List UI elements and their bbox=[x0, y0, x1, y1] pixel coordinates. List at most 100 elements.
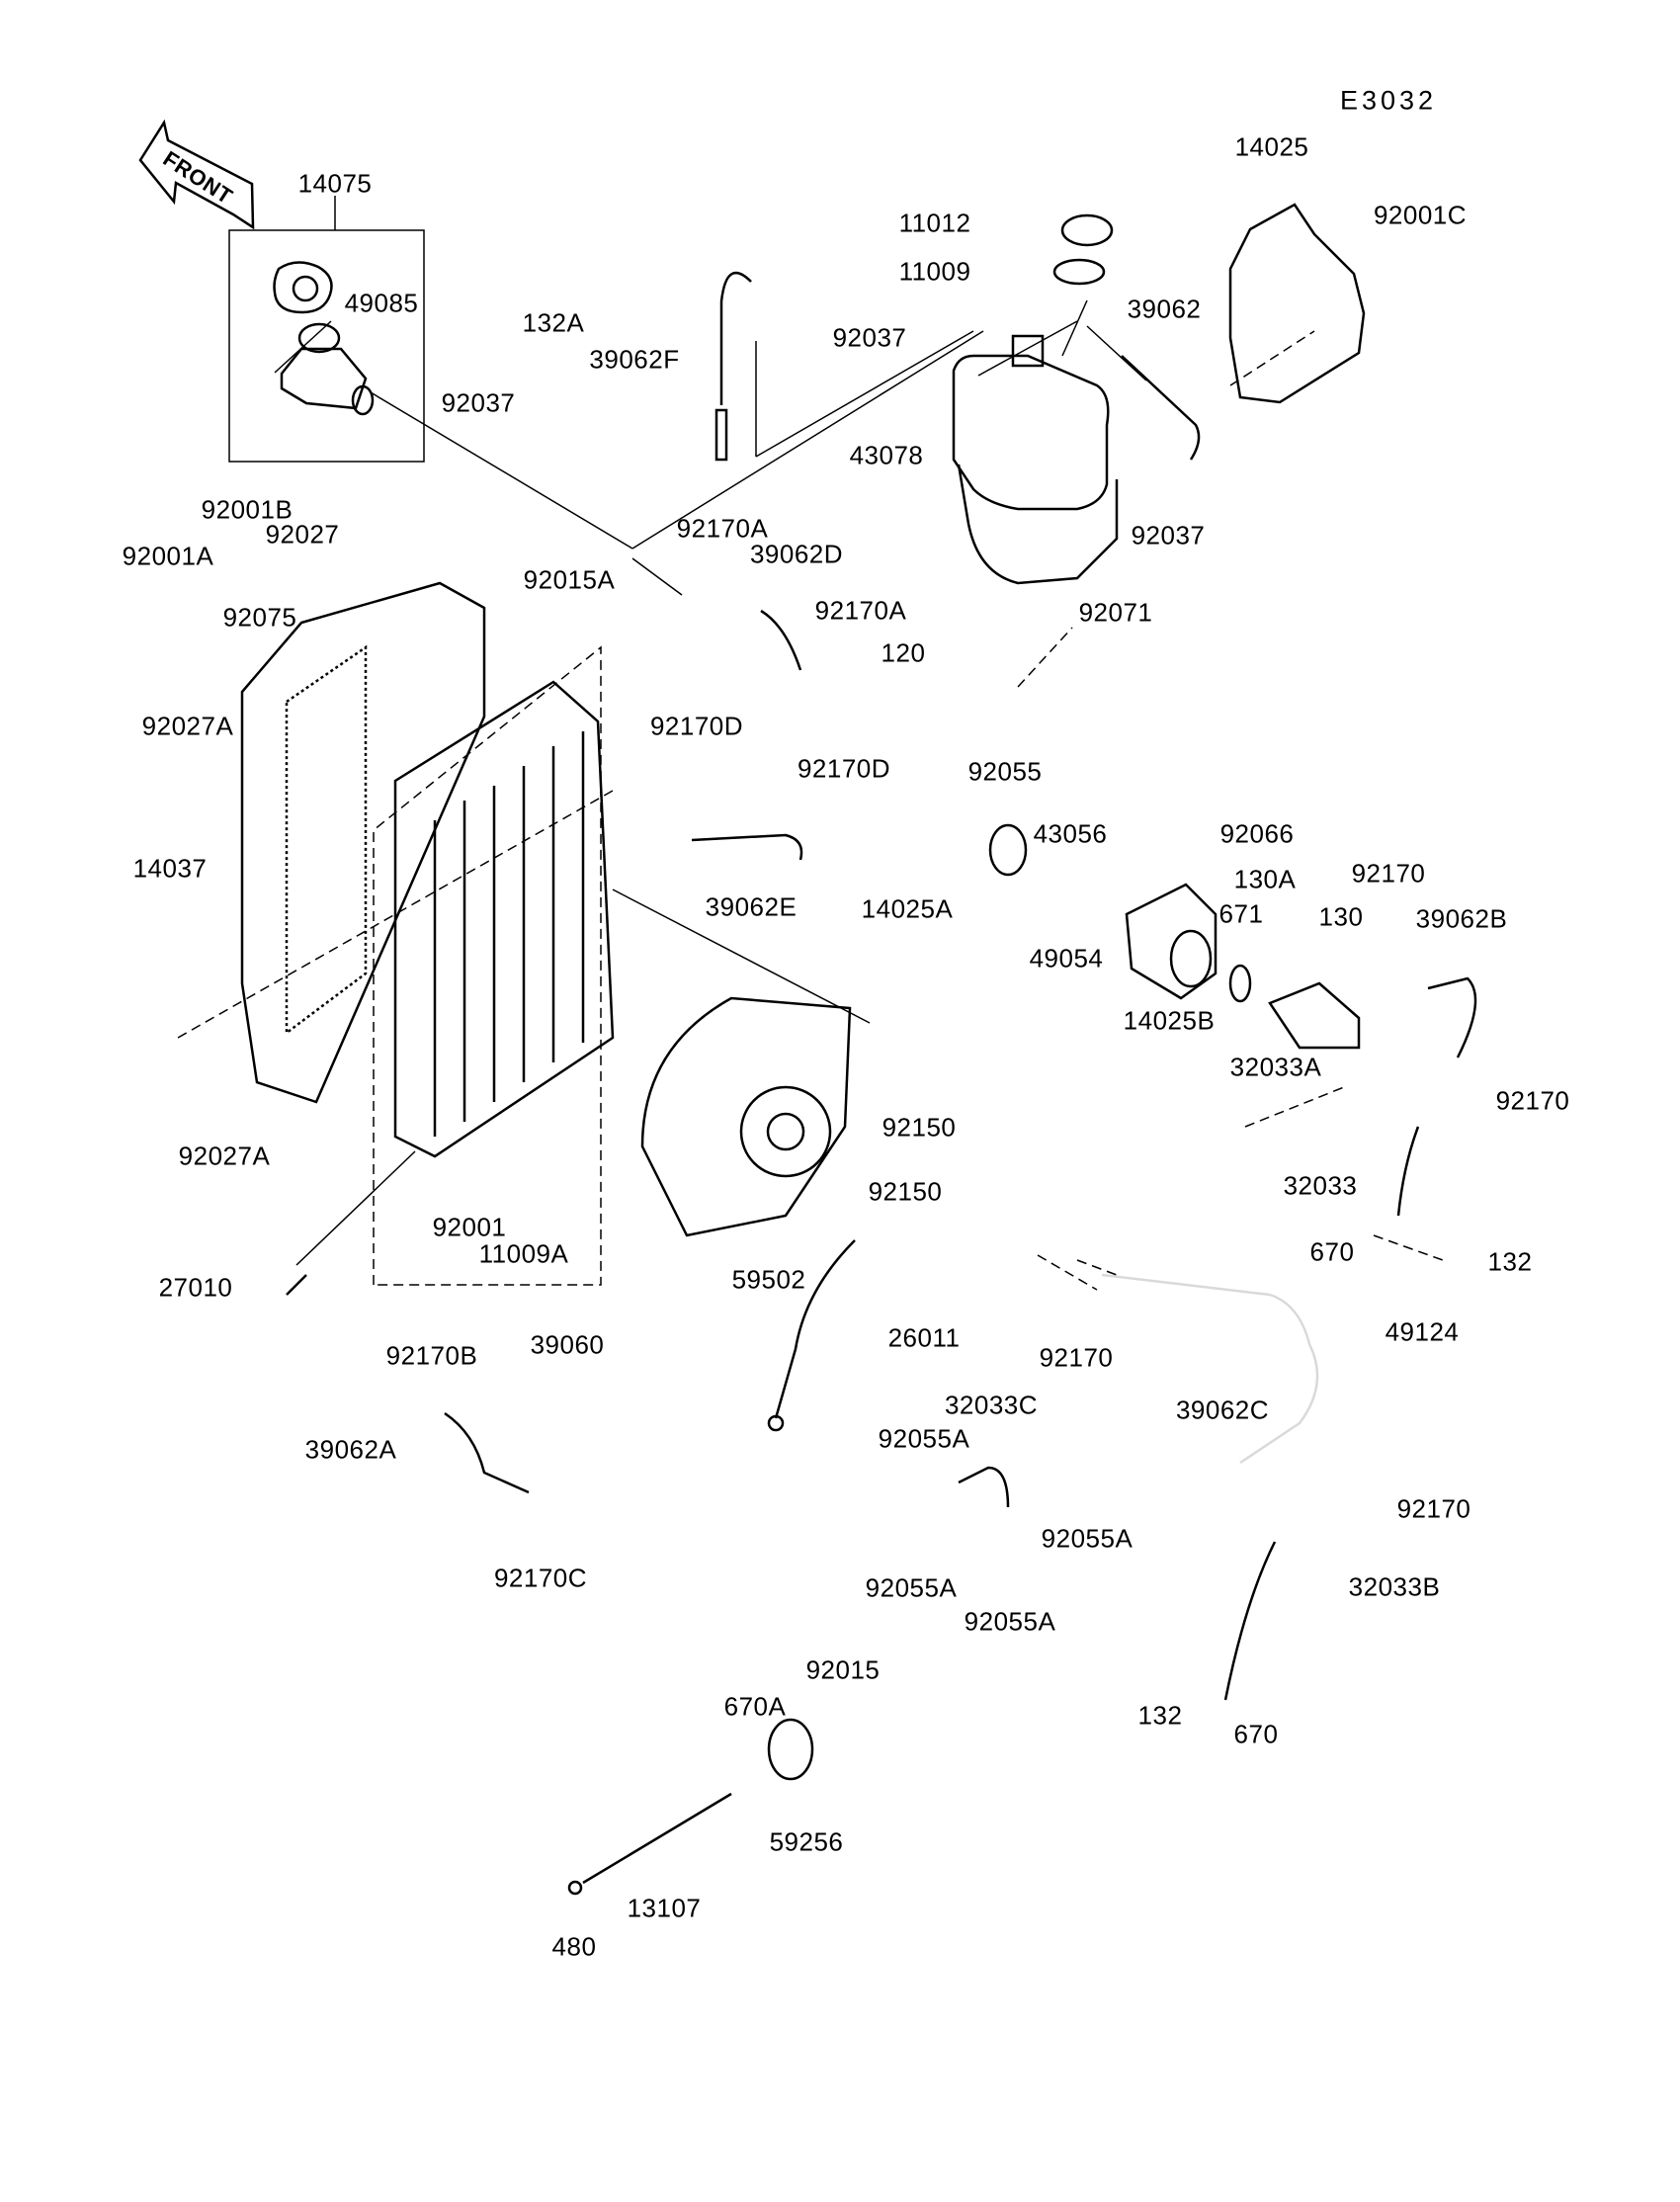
part-label-92170: 92170 bbox=[1396, 1493, 1471, 1524]
part-label-92037: 92037 bbox=[832, 322, 907, 353]
pipe-32033 bbox=[1396, 1126, 1420, 1217]
part-label-11012: 11012 bbox=[898, 208, 971, 238]
part-label-670: 670 bbox=[1309, 1236, 1355, 1267]
filler-neck-14075 bbox=[280, 322, 375, 416]
part-label-92055a: 92055A bbox=[878, 1423, 970, 1454]
part-label-39062c: 39062C bbox=[1175, 1395, 1270, 1425]
part-label-92015: 92015 bbox=[805, 1654, 881, 1685]
hose-39062C bbox=[1101, 1273, 1319, 1465]
part-label-132a: 132A bbox=[522, 307, 585, 338]
part-label-32033a: 32033A bbox=[1229, 1052, 1322, 1082]
part-label-92055a: 92055A bbox=[865, 1572, 958, 1603]
part-label-11009: 11009 bbox=[898, 256, 971, 287]
part-label-59256: 59256 bbox=[769, 1826, 844, 1857]
part-label-132: 132 bbox=[1487, 1246, 1533, 1277]
part-label-92001c: 92001C bbox=[1373, 200, 1468, 230]
hose-39062F bbox=[719, 271, 752, 405]
part-label-670a: 670A bbox=[723, 1691, 787, 1722]
part-label-132: 132 bbox=[1137, 1700, 1183, 1731]
part-label-32033c: 32033C bbox=[944, 1390, 1039, 1420]
reservoir-tank-43078 bbox=[952, 334, 1119, 585]
pump-shaft-13107 bbox=[582, 1792, 732, 1885]
hose-39062A bbox=[444, 1411, 530, 1494]
fan-switch-27010 bbox=[286, 1274, 307, 1296]
part-label-14025a: 14025A bbox=[861, 893, 954, 924]
tank-gasket-11009 bbox=[1052, 258, 1106, 286]
part-label-39062b: 39062B bbox=[1415, 903, 1508, 934]
part-label-92027a: 92027A bbox=[178, 1141, 271, 1171]
tank-cap-11012 bbox=[1060, 213, 1114, 247]
part-label-92027a: 92027A bbox=[141, 711, 234, 741]
hose-39062B bbox=[1427, 976, 1477, 1059]
impeller-59256 bbox=[767, 1718, 814, 1781]
radiator-cap-49085 bbox=[273, 261, 333, 314]
part-label-39062: 39062 bbox=[1127, 294, 1202, 324]
ground-lead-26011 bbox=[774, 1239, 856, 1419]
hose-39062D bbox=[760, 609, 802, 671]
part-label-39062f: 39062F bbox=[589, 344, 680, 375]
leader-lines bbox=[177, 299, 1444, 1291]
part-label-92055a: 92055A bbox=[1041, 1523, 1134, 1554]
part-label-92037: 92037 bbox=[441, 387, 516, 418]
part-label-92055: 92055 bbox=[967, 756, 1043, 787]
part-label-92170: 92170 bbox=[1495, 1085, 1570, 1116]
part-label-59502: 59502 bbox=[731, 1264, 806, 1295]
part-label-39062e: 39062E bbox=[705, 891, 798, 922]
part-label-39062a: 39062A bbox=[304, 1434, 397, 1465]
part-label-14037: 14037 bbox=[132, 853, 208, 884]
part-label-670: 670 bbox=[1233, 1719, 1279, 1749]
part-label-92071: 92071 bbox=[1078, 597, 1153, 628]
front-arrow-icon bbox=[138, 119, 255, 230]
part-label-92170: 92170 bbox=[1039, 1342, 1114, 1373]
part-label-92170a: 92170A bbox=[814, 595, 907, 626]
part-label-130: 130 bbox=[1318, 901, 1364, 932]
part-label-32033: 32033 bbox=[1283, 1170, 1358, 1201]
part-label-14075: 14075 bbox=[297, 168, 373, 199]
diagram-code: E3032 bbox=[1339, 85, 1438, 116]
part-label-32033b: 32033B bbox=[1348, 1571, 1441, 1602]
part-label-92037: 92037 bbox=[1131, 520, 1206, 550]
circlip-480 bbox=[567, 1880, 583, 1896]
part-label-92027: 92027 bbox=[265, 519, 340, 550]
part-label-480: 480 bbox=[551, 1931, 597, 1962]
part-label-92170: 92170 bbox=[1351, 858, 1426, 889]
part-label-27010: 27010 bbox=[158, 1272, 233, 1303]
part-label-92001b: 92001B bbox=[201, 494, 294, 525]
part-label-49124: 49124 bbox=[1385, 1316, 1460, 1347]
radiator-assembly-bracket-39060 bbox=[373, 645, 602, 1286]
part-label-49085: 49085 bbox=[344, 288, 419, 318]
part-label-43078: 43078 bbox=[849, 440, 924, 470]
water-pipe-32033A bbox=[1268, 981, 1361, 1050]
pipe-32033C bbox=[958, 1466, 1010, 1508]
part-label-92075: 92075 bbox=[222, 602, 297, 633]
part-label-92150: 92150 bbox=[868, 1176, 943, 1207]
part-label-14025b: 14025B bbox=[1123, 1005, 1216, 1036]
part-label-92150: 92150 bbox=[882, 1112, 957, 1143]
part-label-92015a: 92015A bbox=[523, 564, 616, 595]
part-label-92170d: 92170D bbox=[797, 753, 891, 784]
part-label-49054: 49054 bbox=[1029, 943, 1104, 974]
part-label-13107: 13107 bbox=[627, 1893, 702, 1923]
hose-39062E bbox=[691, 833, 803, 861]
radiator-core bbox=[393, 680, 615, 1158]
part-label-130a: 130A bbox=[1233, 864, 1297, 894]
part-label-92055a: 92055A bbox=[964, 1606, 1056, 1637]
part-label-92170b: 92170B bbox=[385, 1340, 478, 1371]
hose-39062 bbox=[1121, 355, 1201, 461]
thermostat-housing-14025B bbox=[1125, 883, 1218, 1000]
part-label-14025: 14025 bbox=[1234, 131, 1309, 162]
tank-cover-14025 bbox=[1228, 203, 1366, 404]
part-label-92170d: 92170D bbox=[649, 711, 744, 741]
o-ring-92055 bbox=[988, 823, 1028, 877]
part-label-39062d: 39062D bbox=[749, 539, 844, 569]
part-label-92001a: 92001A bbox=[122, 541, 214, 571]
part-label-120: 120 bbox=[881, 637, 926, 668]
part-label-92170c: 92170C bbox=[493, 1563, 588, 1593]
part-label-39060: 39060 bbox=[530, 1329, 605, 1360]
part-label-92170a: 92170A bbox=[676, 513, 769, 544]
part-label-43056: 43056 bbox=[1033, 818, 1108, 849]
pipe-32033B bbox=[1223, 1541, 1277, 1701]
fan-motor-59502 bbox=[640, 996, 852, 1237]
part-label-11009a: 11009A bbox=[478, 1238, 569, 1269]
